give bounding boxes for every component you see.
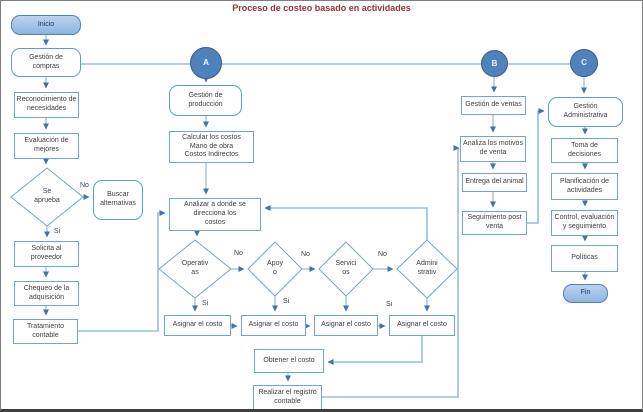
node-gestion-compras: Gestión de compras <box>11 48 81 77</box>
node-fin: Fin <box>563 284 608 303</box>
connector-a: A <box>190 47 222 79</box>
node-seguimiento-post-venta: Seguimiento post venta <box>462 211 527 235</box>
decision-operativas: Operativ as <box>181 260 209 276</box>
node-evaluacion-mejores: Evaluación de mejores <box>14 133 79 159</box>
node-buscar-alternativas: Buscar alternativas <box>93 180 143 220</box>
node-control-evaluacion-seguimiento: Control, evaluación y seguimiento <box>551 210 618 236</box>
node-solicita-proveedor: Solicita al proveedor <box>14 241 79 267</box>
node-reconocimiento-necesidades: Reconocimiento de necesidades <box>14 92 79 118</box>
node-analiza-motivos-venta: Analiza los motivos de venta <box>460 136 526 162</box>
node-chequeo-adquisicion: Chequeo de la adquisición <box>14 281 79 306</box>
node-tratamiento-contable: Tratamiento contable <box>13 319 78 344</box>
decision-administrativ: Admini strativ <box>416 260 438 276</box>
label-no: No <box>234 250 243 257</box>
label-si: Si <box>283 298 290 305</box>
label-no: No <box>80 182 89 189</box>
label-no: No <box>301 251 310 258</box>
node-realizar-registro-contable: Realizar el registro contable <box>253 385 322 409</box>
node-asignar-costo-1: Asignar el costo <box>164 315 231 336</box>
node-asignar-costo-3: Asignar el costo <box>314 315 378 336</box>
label-no: No <box>378 251 387 258</box>
node-asignar-costo-4: Asignar el costo <box>389 315 455 336</box>
node-toma-decisiones: Toma de decisiones <box>551 138 618 163</box>
label-si: Si <box>54 228 61 235</box>
node-gestion-administrativa: Gestión Administrativa <box>548 97 623 127</box>
node-gestion-ventas: Gestión de ventas <box>461 96 526 115</box>
connector-c: C <box>570 49 598 77</box>
node-politicas: Políticas <box>551 245 618 272</box>
decision-servicios: Servici os <box>335 260 357 276</box>
diagram-title: Proceso de costeo basado en actividades <box>232 3 411 13</box>
node-analizar-direccion-costos: Analizar a donde se direcciona los costo… <box>169 198 261 231</box>
decision-se-aprueba: Se aprueba <box>34 188 60 204</box>
connector-b: B <box>481 50 508 77</box>
label-si: Si <box>202 300 209 307</box>
node-entrega-animal: Entrega del animal <box>462 173 527 192</box>
node-asignar-costo-2: Asignar el costo <box>241 315 306 336</box>
label-si: Si <box>386 301 393 308</box>
node-obtener-costo: Obtener el costo <box>254 349 324 373</box>
decision-apoyo: Apoy o <box>267 260 283 276</box>
node-calcular-costos: Calcular los costos Mano de obra Costos … <box>169 131 254 163</box>
node-gestion-produccion: Gestión de producción <box>169 85 242 116</box>
node-planificacion-actividades: Planificación de actividades <box>551 173 618 200</box>
node-inicio: Inicio <box>11 15 81 35</box>
